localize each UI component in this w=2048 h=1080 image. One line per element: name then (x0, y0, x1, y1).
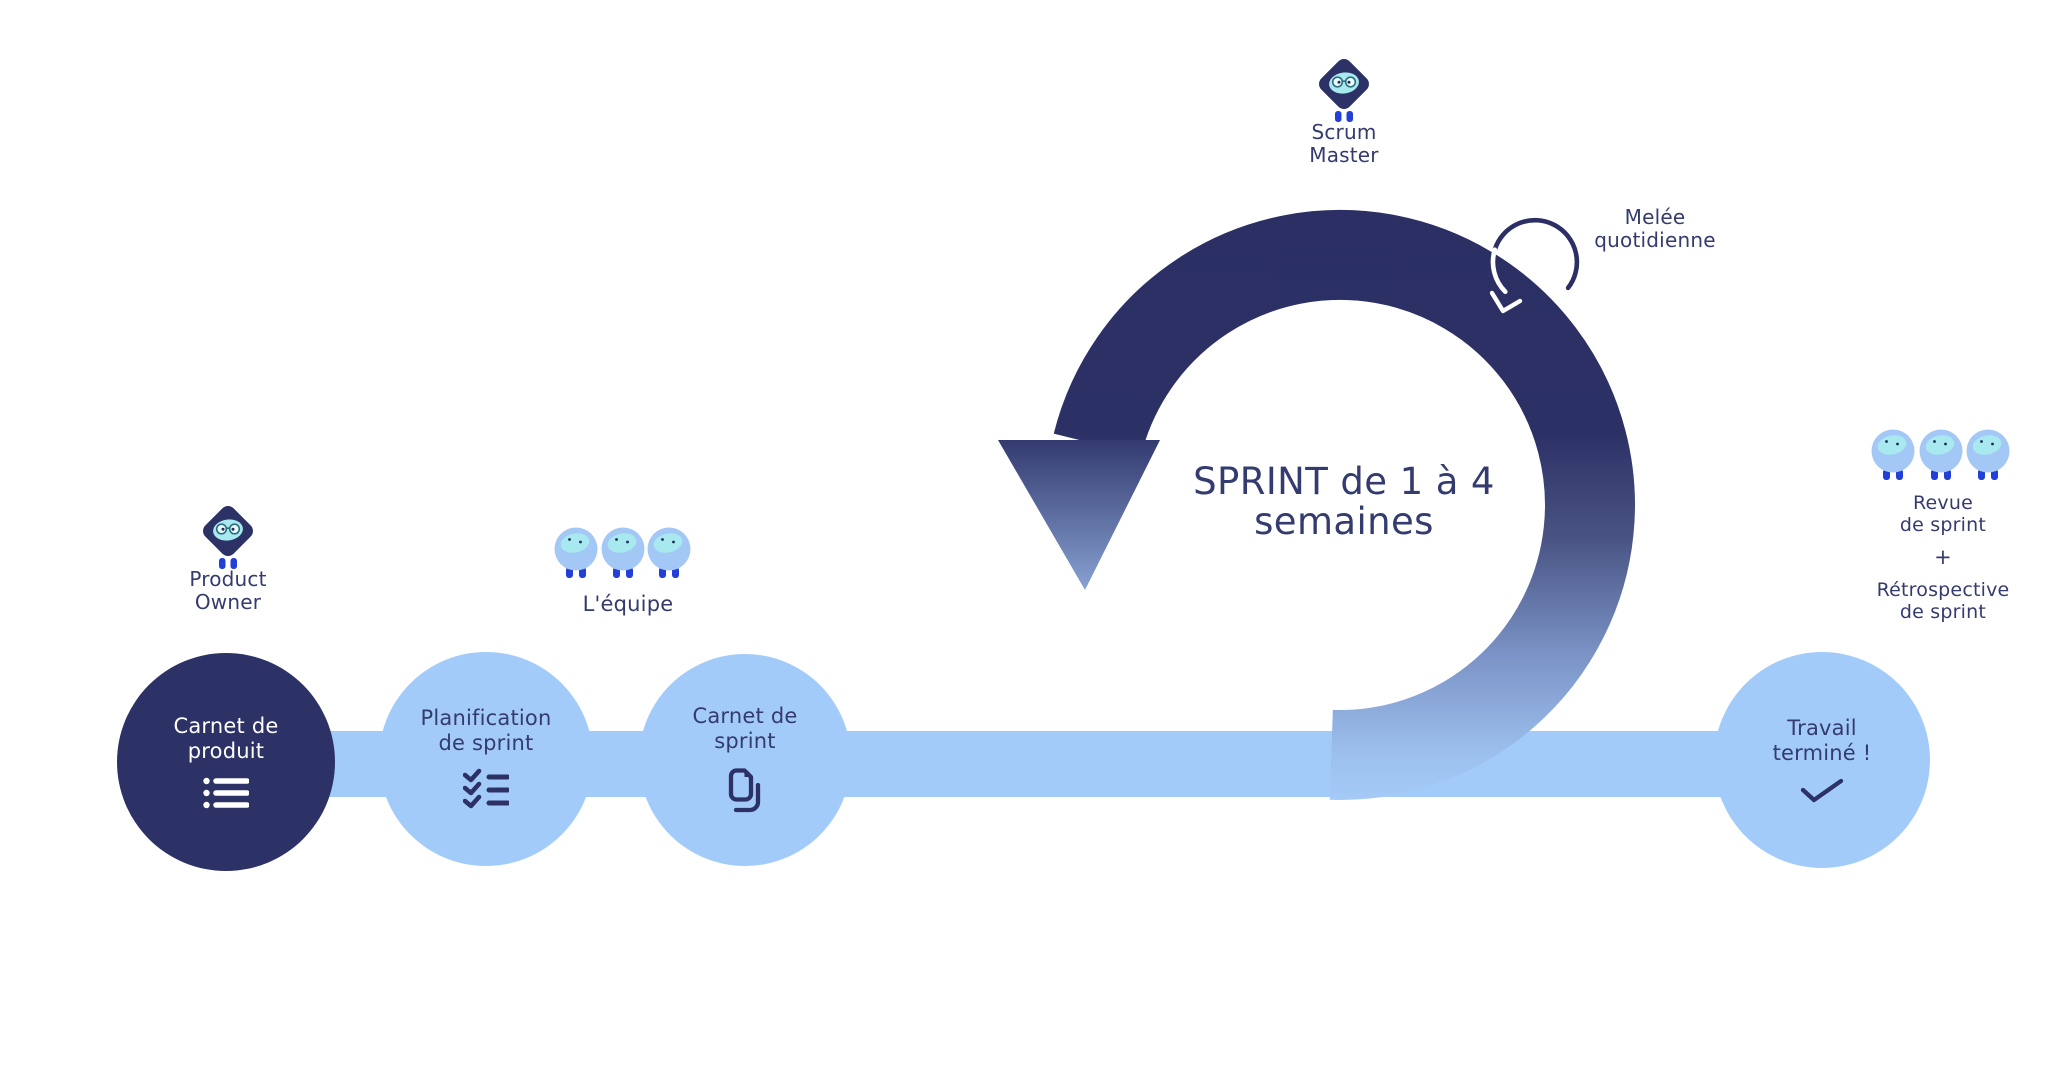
team-member-icon (1871, 429, 1915, 480)
step-label-line2: produit (187, 738, 265, 763)
step-label-line1: Carnet de (692, 704, 798, 729)
scrum-master-label-line2: Master (1309, 143, 1379, 168)
character-eyes (221, 527, 235, 531)
sprint-duration-line2: semaines (1254, 499, 1434, 543)
step-label: Planification de sprint (421, 706, 552, 755)
character-feet (219, 558, 237, 569)
daily-scrum-label-line1: Melée (1624, 205, 1686, 229)
daily-scrum-label-line2: quotidienne (1594, 228, 1716, 253)
product-owner-label: Product Owner (128, 567, 328, 615)
sprint-cycle-arrow (998, 209, 1635, 800)
plus-sign: + (1934, 545, 1952, 570)
step-label: Travail terminé ! (1773, 716, 1872, 765)
daily-scrum-label: Melée quotidienne (1580, 205, 1730, 253)
character-eyes (1337, 80, 1351, 84)
daily-loop-arc-dark (1492, 217, 1580, 291)
step-label-line1: Planification (420, 706, 552, 731)
step-circle-sprint-planning: Planification de sprint (379, 652, 593, 866)
daily-loop-arrowhead (1489, 290, 1523, 314)
step-label-line2: sprint (714, 728, 776, 753)
team-member-icon (647, 527, 691, 578)
step-label: Carnet de produit (174, 714, 279, 763)
step-label-line1: Carnet de (173, 714, 279, 739)
product-owner-label-line1: Product (189, 567, 267, 591)
step-circle-product-backlog: Carnet de produit (117, 653, 335, 871)
bullet-list-icon (203, 777, 249, 809)
team-member-icon (1966, 429, 2010, 480)
daily-scrum-loop-icon (1489, 217, 1580, 314)
step-circle-sprint-backlog: Carnet de sprint (639, 654, 851, 866)
daily-loop-arc-light (1490, 247, 1508, 294)
step-label: Carnet de sprint (693, 704, 798, 753)
checklist-icon (463, 768, 509, 809)
scrum-master-label-line1: Scrum (1311, 120, 1377, 144)
documents-icon (728, 768, 761, 813)
page-fold (744, 770, 751, 777)
sprint-duration-label: SPRINT de 1 à 4 semaines (1144, 462, 1544, 542)
team-label: L'équipe (582, 592, 674, 616)
review-retrospective-label: Revue de sprint + Rétrospective de sprin… (1838, 492, 2048, 623)
scrum-master-diamond-character-icon (1319, 59, 1369, 122)
checkmark-icon (1800, 778, 1844, 803)
step-label-line2: terminé ! (1772, 740, 1872, 765)
scrum-master-label: Scrum Master (1244, 120, 1444, 168)
review-label-line1: Revue (1912, 492, 1973, 514)
retrospective-label-line1: Rétrospective (1876, 579, 2010, 602)
product-owner-label-line2: Owner (194, 590, 262, 615)
character-glasses (1331, 76, 1357, 88)
character-feet (1335, 111, 1353, 122)
step-label-line2: de sprint (438, 730, 534, 755)
retrospective-label-line2: de sprint (1899, 601, 1987, 624)
sprint-cycle-ring (1053, 209, 1635, 800)
team-member-icon (1919, 429, 1963, 480)
step-circle-work-done: Travail terminé ! (1714, 652, 1930, 868)
review-label-line2: de sprint (1899, 514, 1987, 537)
character-glasses (215, 523, 241, 535)
product-owner-diamond-character-icon (203, 506, 253, 569)
sprint-duration-line1: SPRINT de 1 à 4 (1193, 460, 1495, 503)
sprint-cycle-arrowhead (998, 440, 1160, 590)
team-member-icon (554, 527, 598, 578)
step-label-line1: Travail (1787, 716, 1857, 741)
team-member-icon (601, 527, 645, 578)
